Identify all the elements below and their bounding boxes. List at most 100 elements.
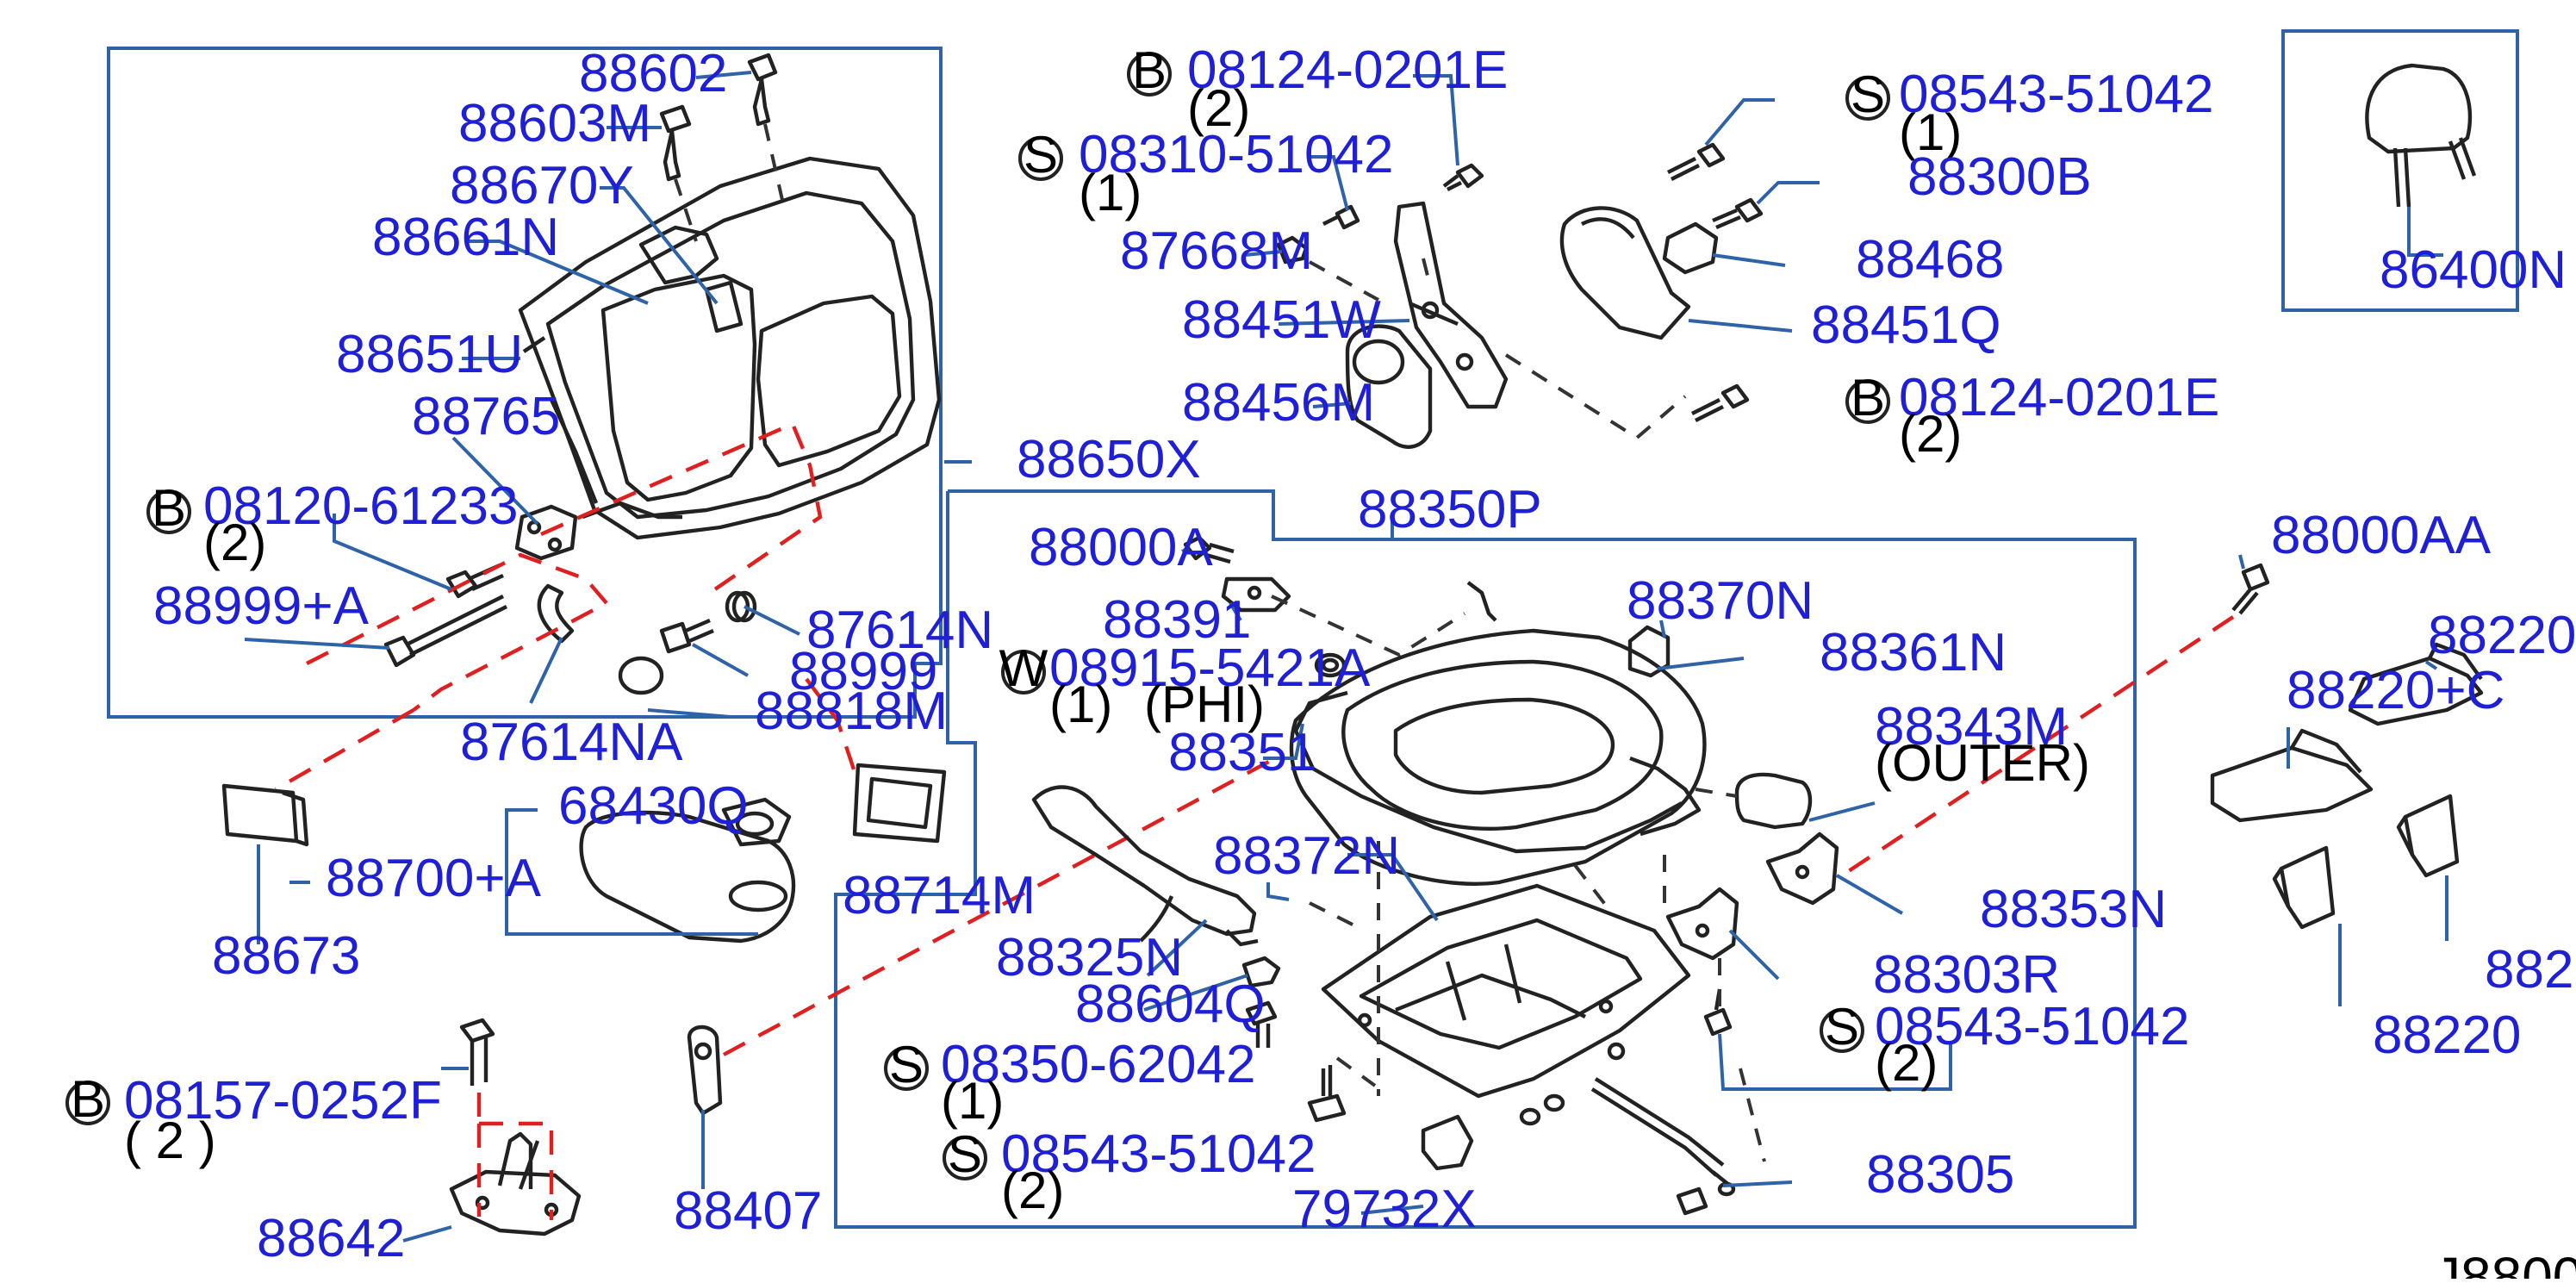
label-88220-plus-a[interactable]: 88220+A bbox=[2428, 606, 2576, 665]
label-88604Q[interactable]: 88604Q bbox=[1075, 975, 1266, 1034]
cushion-group-box bbox=[834, 489, 2137, 1229]
label-88602[interactable]: 88602 bbox=[579, 44, 727, 103]
cover-88220-a-part bbox=[2396, 794, 2460, 878]
label-88765[interactable]: 88765 bbox=[412, 387, 560, 446]
bolt-short-part bbox=[659, 618, 714, 654]
label-88603M[interactable]: 88603M bbox=[458, 94, 651, 153]
cap-part bbox=[618, 656, 664, 695]
label-87668M[interactable]: 87668M bbox=[1120, 221, 1313, 281]
qty-08124-0201E-b: (2) bbox=[1899, 405, 1962, 463]
label-87614NA[interactable]: 87614NA bbox=[460, 713, 683, 772]
label-88325N[interactable]: 88325N bbox=[996, 928, 1183, 987]
label-79732X[interactable]: 79732X bbox=[1292, 1180, 1477, 1239]
qty-08915-5421A: (1) bbox=[1049, 676, 1112, 733]
prefix-s-08310: S bbox=[1018, 126, 1063, 184]
prefix-b-08124-b: B bbox=[1845, 369, 1890, 427]
label-88300B[interactable]: 88300B bbox=[1907, 147, 2092, 207]
label-88673[interactable]: 88673 bbox=[212, 926, 360, 986]
hook-bracket-part bbox=[687, 1025, 723, 1116]
label-88370N[interactable]: 88370N bbox=[1627, 571, 1814, 631]
label-88642[interactable]: 88642 bbox=[257, 1209, 405, 1268]
bracket-88303R-part bbox=[1665, 887, 1739, 961]
frame-pad-part bbox=[852, 763, 947, 844]
label-88000AA[interactable]: 88000AA bbox=[2271, 506, 2492, 565]
label-08157-0252F[interactable]: 08157-0252F bbox=[124, 1071, 442, 1130]
qty-08120-61233: (2) bbox=[203, 514, 266, 571]
label-88651U[interactable]: 88651U bbox=[336, 325, 523, 384]
label-08310-51042[interactable]: 08310-51042 bbox=[1079, 125, 1393, 184]
assembly-line bbox=[805, 677, 857, 773]
label-88650X[interactable]: 88650X bbox=[1017, 430, 1201, 489]
label-88999[interactable]: 88999 bbox=[789, 642, 937, 701]
prefix-w-08915: W bbox=[999, 639, 1048, 697]
label-88353N[interactable]: 88353N bbox=[1980, 880, 2167, 939]
qty-08310-51042: (1) bbox=[1079, 164, 1142, 221]
cover-88220A-part bbox=[2348, 642, 2484, 726]
label-88670Y[interactable]: 88670Y bbox=[450, 156, 634, 215]
seatback-frame-part bbox=[518, 156, 942, 540]
label-88999-plus-a[interactable]: 88999+A bbox=[153, 576, 370, 636]
svg-text:B: B bbox=[71, 1070, 105, 1128]
label-88407[interactable]: 88407 bbox=[674, 1181, 822, 1241]
clip-88361N-part bbox=[1627, 625, 1671, 678]
assembly-line bbox=[1718, 958, 1766, 1162]
label-88220-a[interactable]: 88220 bbox=[2485, 940, 2576, 1000]
label-88391[interactable]: 88391 bbox=[1103, 590, 1251, 650]
prefix-b-08157: B bbox=[65, 1070, 110, 1128]
long-bolt-part bbox=[383, 595, 507, 668]
label-88451W[interactable]: 88451W bbox=[1182, 290, 1381, 350]
pad-part bbox=[221, 783, 309, 847]
armrest-part bbox=[579, 810, 796, 944]
label-88700-plus-a[interactable]: 88700+A bbox=[326, 849, 542, 908]
assembly-line bbox=[1309, 841, 1666, 1096]
label-88343M[interactable]: 88343M bbox=[1875, 697, 2068, 757]
outer-cover-part bbox=[1559, 206, 1691, 340]
label-88305[interactable]: 88305 bbox=[1866, 1145, 2014, 1205]
assembly-line bbox=[1271, 595, 1466, 657]
label-88350P[interactable]: 88350P bbox=[1358, 480, 1542, 539]
prefix-s-08543-c: S bbox=[1820, 998, 1864, 1056]
bolt-88000AA-part bbox=[2231, 563, 2270, 615]
label-08124-0201E-a[interactable]: 08124-0201E bbox=[1187, 40, 1508, 100]
label-08543-51042-b[interactable]: 08543-51042 bbox=[1001, 1124, 1316, 1184]
bolt-88300B-part bbox=[1712, 197, 1764, 230]
nut-88604Q-part bbox=[1241, 956, 1281, 988]
label-88818M[interactable]: 88818M bbox=[755, 682, 948, 741]
label-08543-51042-c[interactable]: 08543-51042 bbox=[1875, 997, 2189, 1056]
label-08120-61233[interactable]: 08120-61233 bbox=[203, 476, 518, 536]
label-88351[interactable]: 88351 bbox=[1168, 723, 1316, 782]
label-88714M[interactable]: 88714M bbox=[843, 866, 1036, 925]
label-08350-62042[interactable]: 08350-62042 bbox=[941, 1035, 1255, 1094]
svg-text:S: S bbox=[1851, 65, 1885, 123]
label-86400N[interactable]: 86400N bbox=[2380, 240, 2567, 300]
label-08543-51042-a[interactable]: 08543-51042 bbox=[1899, 65, 2213, 124]
qty-08124-0201E-a: (2) bbox=[1187, 79, 1250, 137]
label-68430Q[interactable]: 68430Q bbox=[558, 776, 749, 836]
label-88456M[interactable]: 88456M bbox=[1182, 373, 1375, 433]
label-88000A[interactable]: 88000A bbox=[1029, 518, 1213, 577]
label-08915-5421A[interactable]: 08915-5421A bbox=[1049, 638, 1371, 698]
clip-87668M-part bbox=[1276, 235, 1309, 265]
washer-08915-part bbox=[1314, 652, 1347, 678]
cup-holder-part bbox=[721, 797, 792, 847]
prefix-b-08120: B bbox=[146, 479, 191, 537]
label-87614N[interactable]: 87614N bbox=[806, 601, 993, 660]
prefix-b-08124-a: B bbox=[1127, 41, 1172, 99]
label-88361N[interactable]: 88361N bbox=[1820, 623, 2007, 682]
label-08124-0201E-b[interactable]: 08124-0201E bbox=[1899, 368, 2219, 427]
label-88220-b[interactable]: 88220 bbox=[2373, 1006, 2521, 1065]
qty-08543-51042-b: (2) bbox=[1001, 1162, 1064, 1219]
clip-part bbox=[659, 104, 698, 242]
diagram-reference-id: J88000D0 bbox=[2433, 1246, 2576, 1279]
label-88220-plus-c[interactable]: 88220+C bbox=[2287, 661, 2504, 720]
label-88451Q[interactable]: 88451Q bbox=[1811, 296, 2001, 355]
cushion-part bbox=[1289, 628, 1707, 886]
label-88468[interactable]: 88468 bbox=[1856, 230, 2004, 290]
label-88661N[interactable]: 88661N bbox=[372, 208, 559, 267]
label-88303R[interactable]: 88303R bbox=[1873, 945, 2060, 1005]
label-88372N[interactable]: 88372N bbox=[1213, 826, 1400, 886]
assembly-line bbox=[540, 421, 823, 595]
bolt-08350-part bbox=[1245, 1000, 1278, 1048]
svg-text:S: S bbox=[1825, 998, 1859, 1056]
